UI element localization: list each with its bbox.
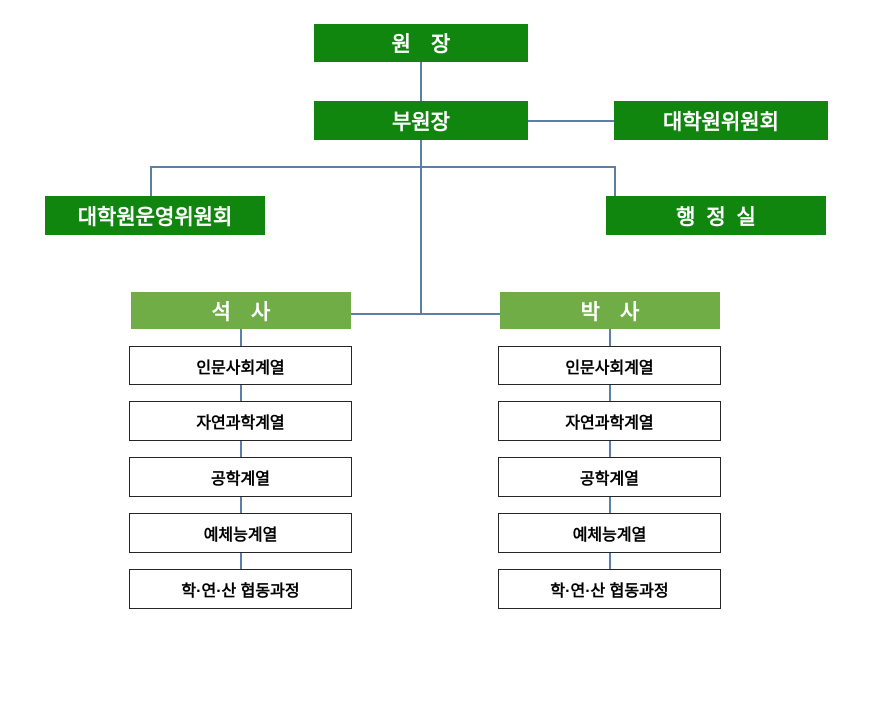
connector-doctorate-dept-3-to-4 xyxy=(609,497,611,513)
connector-vice-dean-stem xyxy=(420,140,422,167)
connector-masters-dept-1-to-2 xyxy=(240,385,242,401)
connector-vice-dean-to-graduate-committee xyxy=(528,120,614,122)
node-doctorate-department[interactable]: 자연과학계열 xyxy=(498,401,721,441)
connector-masters-dept-3-to-4 xyxy=(240,497,242,513)
node-admin-office[interactable]: 행 정 실 xyxy=(606,196,826,235)
connector-center-spine xyxy=(420,166,422,314)
node-masters-department[interactable]: 공학계열 xyxy=(129,457,352,497)
node-operating-committee[interactable]: 대학원운영위원회 xyxy=(45,196,265,235)
node-doctorate-department[interactable]: 공학계열 xyxy=(498,457,721,497)
connector-masters-to-dept-1 xyxy=(240,329,242,346)
connector-distribution-bus xyxy=(150,166,616,168)
connector-degrees-bus xyxy=(350,313,501,315)
node-masters-department[interactable]: 자연과학계열 xyxy=(129,401,352,441)
node-dean[interactable]: 원 장 xyxy=(314,24,528,62)
connector-doctorate-to-dept-1 xyxy=(609,329,611,346)
connector-doctorate-dept-1-to-2 xyxy=(609,385,611,401)
node-masters-department[interactable]: 인문사회계열 xyxy=(129,346,352,385)
node-doctorate[interactable]: 박 사 xyxy=(500,292,720,329)
node-masters[interactable]: 석 사 xyxy=(131,292,351,329)
connector-bus-to-operating-committee xyxy=(150,166,152,196)
connector-doctorate-dept-4-to-5 xyxy=(609,553,611,569)
node-masters-department[interactable]: 예체능계열 xyxy=(129,513,352,553)
connector-masters-dept-2-to-3 xyxy=(240,441,242,457)
node-doctorate-department[interactable]: 학·연·산 협동과정 xyxy=(498,569,721,609)
node-doctorate-department[interactable]: 예체능계열 xyxy=(498,513,721,553)
connector-masters-dept-4-to-5 xyxy=(240,553,242,569)
node-vice-dean[interactable]: 부원장 xyxy=(314,101,528,140)
connector-bus-to-admin-office xyxy=(614,166,616,196)
node-masters-department[interactable]: 학·연·산 협동과정 xyxy=(129,569,352,609)
connector-doctorate-dept-2-to-3 xyxy=(609,441,611,457)
node-graduate-committee[interactable]: 대학원위원회 xyxy=(614,101,828,140)
node-doctorate-department[interactable]: 인문사회계열 xyxy=(498,346,721,385)
connector-dean-to-vice-dean xyxy=(420,62,422,101)
